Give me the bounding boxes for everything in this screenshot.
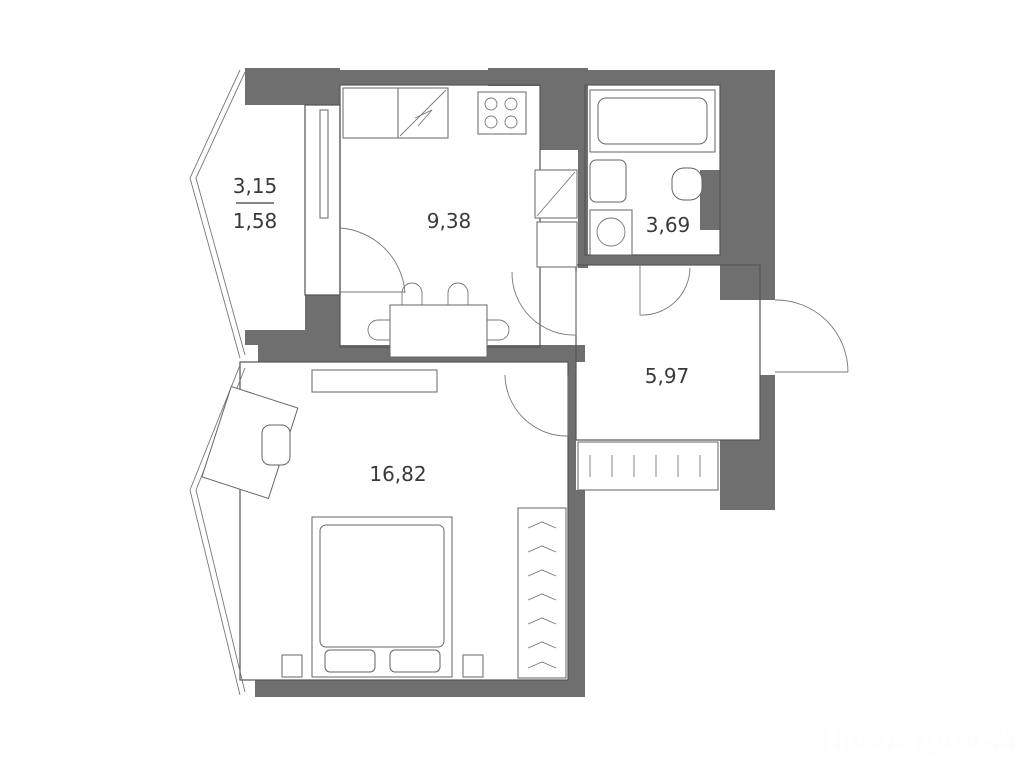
kitchen-fixtures (319, 87, 578, 358)
bathroom-fixtures (589, 89, 716, 256)
hall-area: 5,97 (645, 364, 690, 388)
stove-icon (477, 91, 527, 135)
washbasin-icon (589, 159, 627, 203)
washer-icon (589, 209, 633, 256)
walls (245, 68, 775, 697)
kitchen-area: 9,38 (427, 209, 472, 233)
hall-wardrobe (577, 441, 719, 491)
living-room-furniture (201, 369, 567, 679)
dining-table (389, 304, 488, 358)
living-room-area: 16,82 (369, 462, 426, 486)
balcony-area-reduced: 1,58 (233, 209, 278, 233)
tv-stand (311, 369, 438, 393)
bay-windows (189, 69, 246, 696)
sink-icon (536, 221, 578, 268)
wardrobe (517, 507, 567, 679)
doors (339, 227, 849, 437)
balcony-area-total: 3,15 (233, 174, 278, 198)
watermark: Новострой-М (820, 724, 1016, 755)
toilet-icon (671, 167, 703, 201)
bathroom-area: 3,69 (646, 213, 691, 237)
